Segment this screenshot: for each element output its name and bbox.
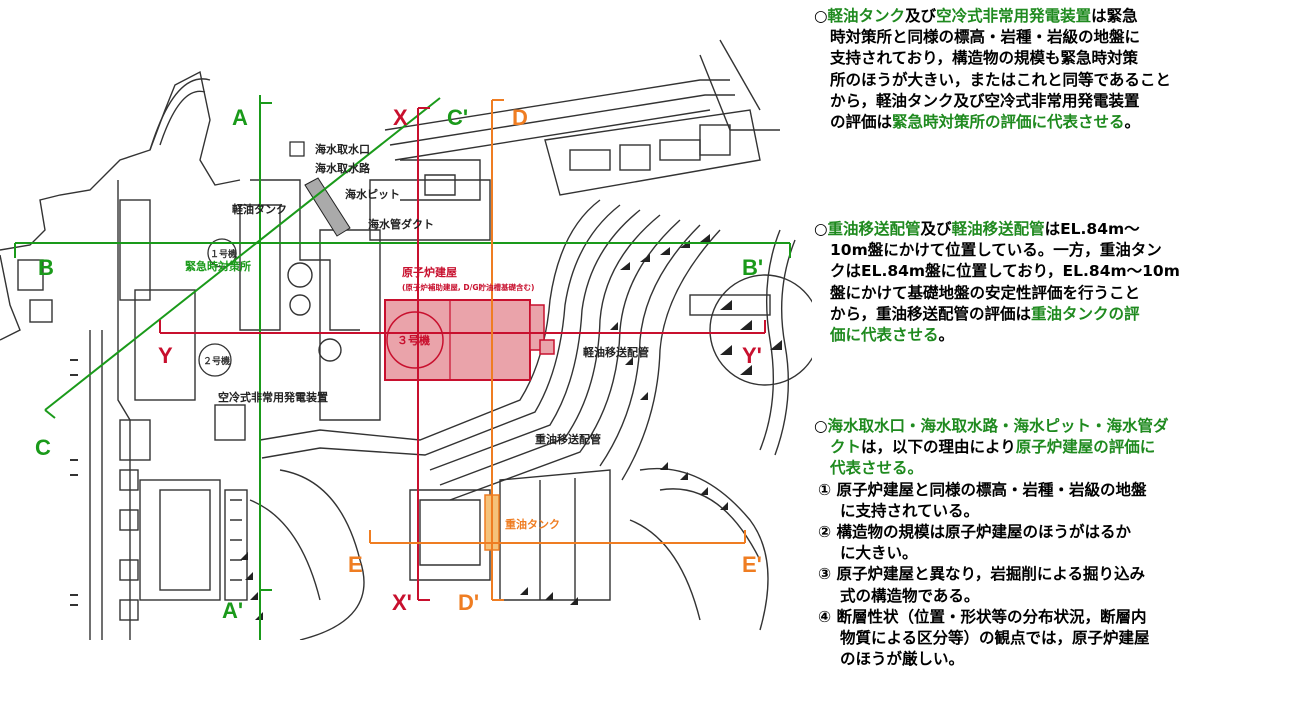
note2-line3: クはEL.84m盤に位置しており，EL.84m～10m [830, 262, 1180, 281]
note1-line2: 時対策所と同様の標高・岩種・岩級の地盤に [830, 28, 1141, 47]
note1-line5: から，軽油タンク及び空冷式非常用発電装置 [830, 91, 1140, 110]
unit1-marker [207, 238, 237, 268]
reason-3: ③ 原子炉建屋と異なり，岩掘削による掘り込み [818, 565, 1145, 584]
unit2-label: ２号機 [203, 355, 230, 367]
label-a-prime: A' [222, 598, 243, 623]
seawater-intake-marker [289, 141, 305, 157]
label-y: Y [158, 343, 173, 368]
note2-line6: 価に代表させる。 [830, 326, 955, 345]
reason-2-cont: に大きい。 [840, 544, 918, 563]
reason-2: ② 構造物の規模は原子炉建屋のほうがはるか [818, 523, 1132, 542]
seawater-pit-marker [304, 177, 351, 237]
unit1-label: １号機 [210, 248, 237, 260]
label-c: C [35, 435, 51, 460]
reason-1: ① 原子炉建屋と同様の標高・岩種・岩級の地盤 [818, 480, 1147, 499]
reactor-building-note: (原子炉補助建屋, D/G貯油槽基礎含む) [402, 282, 534, 292]
site-plan-map: ３号機 A A' B [0, 39, 812, 640]
emergency-office-term: 緊急時対策所の評価に代表させる [892, 113, 1125, 132]
note-block-2: ○重油移送配管及び軽油移送配管はEL.84m～ 10m盤にかけて位置している。一… [814, 219, 1282, 346]
reason-4-cont2: のほうが厳しい。 [840, 650, 965, 669]
unit3-label: ３号機 [397, 333, 430, 347]
reason-3-cont: 式の構造物である。 [840, 586, 980, 605]
label-a: A [232, 105, 248, 130]
heavy-oil-pipe-term: 重油移送配管 [827, 220, 921, 238]
reactor-building-label: 原子炉建屋 [402, 265, 457, 279]
site-linework [0, 39, 812, 640]
section-c-line [44, 97, 441, 411]
seawater-pit-label: 海水ピット [345, 187, 400, 201]
unit2-marker [198, 343, 232, 377]
label-c-prime: C' [447, 105, 468, 130]
air-cooled-generator-label: 空冷式非常用発電装置 [218, 390, 328, 404]
note3-line3: 代表させる。 [830, 459, 924, 478]
note-block-1: ○軽油タンク及び空冷式非常用発電装置は緊急 時対策所と同様の標高・岩種・岩級の地… [814, 6, 1282, 133]
emergency-office-label: 緊急時対策所 [185, 259, 251, 273]
label-e: E [348, 552, 363, 577]
note2-line4: 盤にかけて基礎地盤の安定性評価を行うこと [830, 283, 1141, 302]
note2-line5: から，重油移送配管の評価は重油タンクの評 [830, 304, 1140, 323]
note1-line4: 所のほうが大きい，またはこれと同等であること [830, 70, 1171, 89]
light-oil-tank-label: 軽油タンク [232, 202, 287, 216]
label-e-prime: E' [742, 552, 762, 577]
seawater-facilities-term: 海水取水口・海水取水路・海水ピット・海水管ダ [827, 417, 1169, 435]
light-oil-pipe-term: 軽油移送配管 [951, 220, 1045, 238]
label-y-prime: Y' [742, 343, 762, 368]
light-oil-pipe-label: 軽油移送配管 [583, 345, 649, 359]
reactor-building: ３号機 [384, 299, 555, 381]
note2-line2: 10m盤にかけて位置している。一方，重油タン [830, 241, 1162, 260]
label-b: B [38, 255, 54, 280]
seawater-intake-label: 海水取水口 [315, 142, 370, 156]
label-d: D [512, 105, 528, 130]
label-x-prime: X' [392, 590, 412, 615]
heavy-oil-pipe-label: 重油移送配管 [535, 432, 601, 446]
note2-line1: ○重油移送配管及び軽油移送配管はEL.84m～ [814, 220, 1140, 238]
seawater-duct-label: 海水管ダクト [368, 217, 434, 231]
reason-1-cont: に支持されている。 [840, 501, 980, 520]
label-x: X [393, 105, 408, 130]
note1-line3: 支持されており，構造物の規模も緊急時対策 [830, 49, 1138, 68]
reactor-building-term: 原子炉建屋の評価に [1015, 438, 1156, 457]
note1-line6: の評価は緊急時対策所の評価に代表させる。 [830, 113, 1141, 132]
note1-line1: ○軽油タンク及び空冷式非常用発電装置は緊急 [814, 7, 1138, 25]
note-block-3: ○海水取水口・海水取水路・海水ピット・海水管ダ クトは，以下の理由により原子炉建… [814, 416, 1282, 670]
section-lines [14, 95, 791, 640]
note3-line1: ○海水取水口・海水取水路・海水ピット・海水管ダ [814, 417, 1169, 435]
label-b-prime: B' [742, 255, 763, 280]
light-oil-tank-term: 軽油タンク [827, 7, 906, 25]
heavy-oil-tank-label: 重油タンク [505, 517, 560, 531]
air-cooled-generator-term: 空冷式非常用発電装置 [936, 7, 1092, 25]
reason-4-cont: 物質による区分等）の観点では，原子炉建屋 [840, 629, 1150, 648]
label-d-prime: D' [458, 590, 479, 615]
seawater-channel-label: 海水取水路 [315, 161, 371, 175]
reason-4: ④ 断層性状（位置・形状等の分布状況，断層内 [818, 607, 1147, 626]
heavy-oil-tank-term: 重油タンクの評 [1031, 304, 1140, 323]
note3-line2: クトは，以下の理由により原子炉建屋の評価に [830, 438, 1156, 457]
